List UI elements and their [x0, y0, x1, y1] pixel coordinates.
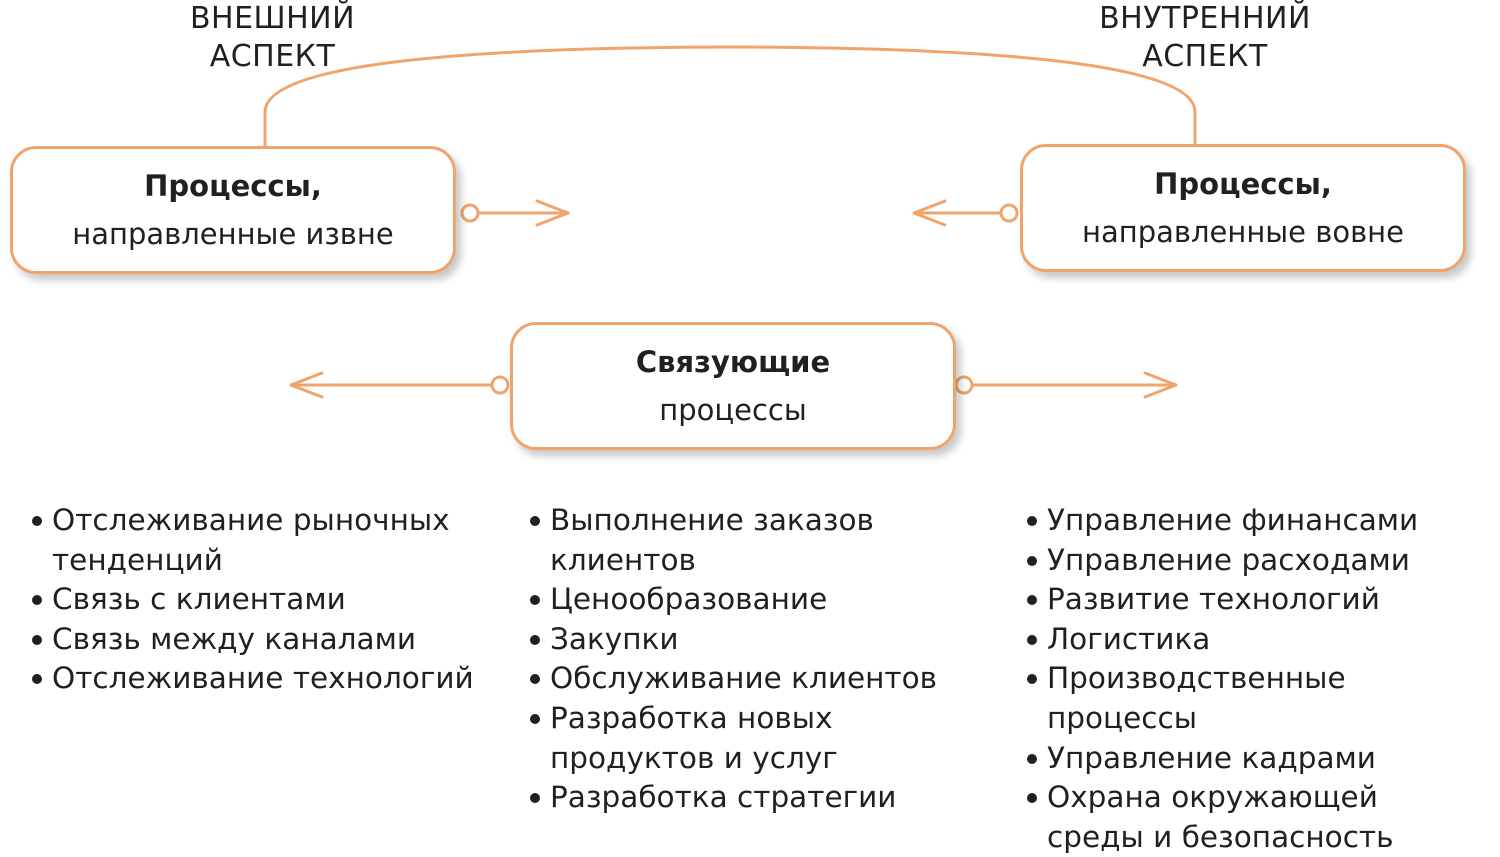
internal-processes-list: Управление финансами Управление расходам…	[1025, 501, 1455, 857]
outbound-box-subtitle: направленные вовне	[1082, 215, 1404, 249]
linking-box-title: Связующие	[635, 345, 831, 379]
linking-box-subtitle: процессы	[659, 393, 807, 427]
connector-dot-linking-left	[490, 375, 510, 395]
inbound-processes-box: Процессы, направленные извне	[10, 146, 456, 274]
list-item: Ценообразование	[528, 580, 958, 620]
list-item: Разработка стратегии	[528, 778, 958, 818]
arrowhead-inbound	[535, 199, 570, 227]
arrowhead-linking-right	[1143, 371, 1178, 399]
list-item: Отслеживание рыночных тенденций	[30, 501, 480, 580]
list-item: Связь с клиентами	[30, 580, 480, 620]
internal-aspect-line-2: АСПЕКТ	[1142, 39, 1268, 74]
external-aspect-line-1: ВНЕШНИЙ	[189, 1, 356, 36]
outbound-box-title: Процессы,	[1154, 167, 1332, 201]
linking-processes-list: Выполнение заказов клиентов Ценообразова…	[528, 501, 958, 818]
external-aspect-line-2: АСПЕКТ	[209, 39, 336, 74]
linking-processes-box: Связующие процессы	[510, 322, 956, 450]
aspect-bracket-line	[263, 45, 1197, 148]
connector-dot-inbound	[460, 203, 480, 223]
inbound-box-subtitle: направленные извне	[72, 217, 394, 251]
list-item: Связь между каналами	[30, 620, 480, 660]
arrowhead-linking-left	[289, 371, 324, 399]
list-item: Управление расходами	[1025, 541, 1455, 581]
list-item: Развитие технологий	[1025, 580, 1455, 620]
list-item: Логистика	[1025, 620, 1455, 660]
connector-dot-outbound	[999, 203, 1019, 223]
list-item: Охрана окружающей среды и безопасность	[1025, 778, 1455, 857]
list-item: Производственные процессы	[1025, 659, 1455, 738]
external-aspect-label: ВНЕШНИЙ АСПЕКТ	[150, 0, 395, 76]
list-item: Обслуживание клиентов	[528, 659, 958, 699]
external-processes-list: Отслеживание рыночных тенденций Связь с …	[30, 501, 480, 699]
internal-aspect-line-1: ВНУТРЕННИЙ	[1099, 1, 1311, 36]
list-item: Выполнение заказов клиентов	[528, 501, 958, 580]
internal-aspect-label: ВНУТРЕННИЙ АСПЕКТ	[1060, 0, 1350, 76]
outbound-processes-box: Процессы, направленные вовне	[1020, 144, 1466, 272]
connector-dot-linking-right	[954, 375, 974, 395]
list-item: Разработка новых продуктов и услуг	[528, 699, 958, 778]
list-item: Отслеживание технологий	[30, 659, 480, 699]
list-item: Управление финансами	[1025, 501, 1455, 541]
list-item: Закупки	[528, 620, 958, 660]
arrowhead-outbound	[912, 199, 947, 227]
list-item: Управление кадрами	[1025, 739, 1455, 779]
inbound-box-title: Процессы,	[144, 169, 322, 203]
